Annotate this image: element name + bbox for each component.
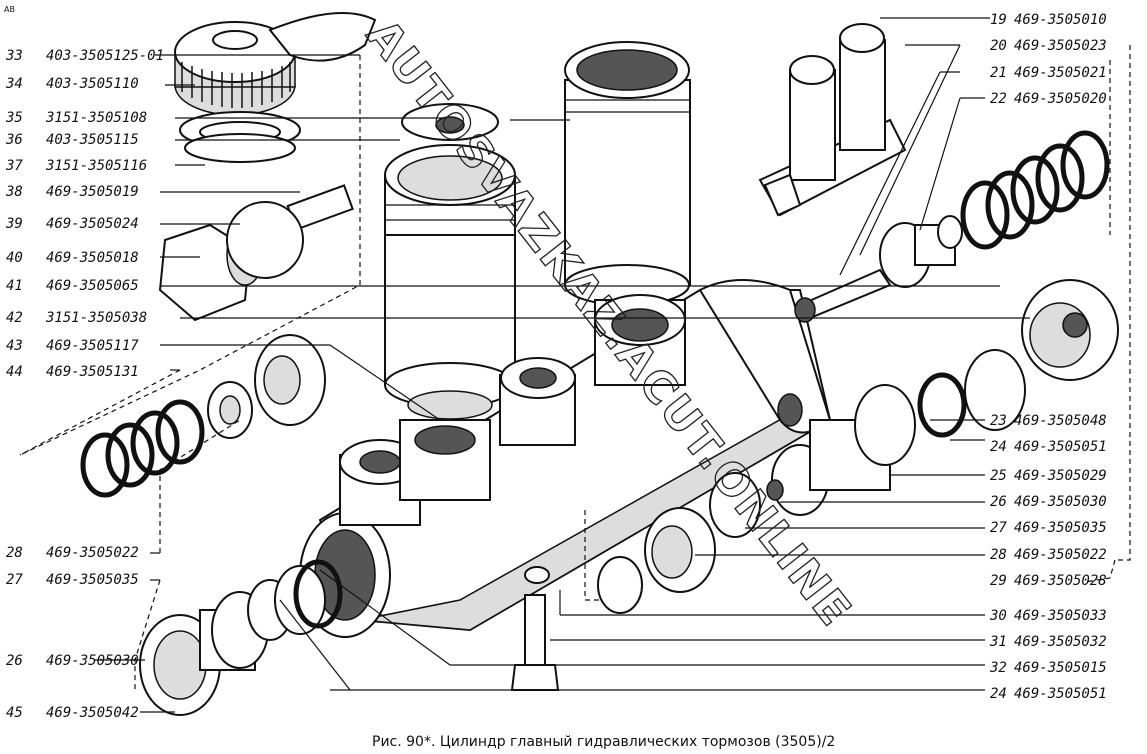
right-spring <box>960 130 1110 250</box>
right-callout-number: 20 <box>990 38 1007 54</box>
left-piston-assembly <box>139 559 343 716</box>
valve-plunger <box>794 215 963 323</box>
right-callout-part-code: 469-3505015 <box>1014 660 1107 676</box>
left-callout-part-code: 469-3505131 <box>46 364 139 380</box>
left-callout-part-code: 469-3505042 <box>46 705 139 721</box>
right-callout-number: 24 <box>990 439 1007 455</box>
left-callout-part-code: 403-3505110 <box>46 76 139 92</box>
left-callout-part-code: 469-3505035 <box>46 572 139 588</box>
left-valve <box>254 334 326 426</box>
left-callout-number: 40 <box>6 250 23 266</box>
left-callout-number: 45 <box>6 705 23 721</box>
left-callout-number: 44 <box>6 364 23 380</box>
left-callout-number: 42 <box>6 310 23 326</box>
left-callout-part-code: 469-3505018 <box>46 250 139 266</box>
corner-mark: AB <box>4 5 15 14</box>
right-callouts: 19 469-3505010 20 469-3505023 21 469-3505021 2… <box>989 12 1107 702</box>
right-callout-part-code: 469-3505051 <box>1014 686 1107 702</box>
cylinder-body <box>299 279 832 638</box>
parts-illustration <box>80 11 1119 716</box>
right-callout-number: 21 <box>990 65 1007 81</box>
left-callout-part-code: 469-3505024 <box>46 216 139 232</box>
right-callout-part-code: 469-3505010 <box>1014 12 1107 28</box>
left-callout-number: 38 <box>5 184 23 200</box>
left-callout-part-code: 469-3505022 <box>46 545 139 561</box>
leader-lines <box>19 17 1131 713</box>
right-callout-part-code: 469-3505022 <box>1014 547 1107 563</box>
left-callout-number: 28 <box>6 545 23 561</box>
left-callout-number: 34 <box>5 76 23 92</box>
right-callout-part-code: 469-3505023 <box>1014 38 1107 54</box>
right-callout-number: 25 <box>990 468 1007 484</box>
right-piston <box>766 384 916 516</box>
right-callout-part-code: 469-3505030 <box>1014 494 1107 510</box>
right-cup-seal <box>709 472 761 538</box>
right-o-ring <box>917 372 967 438</box>
left-callout-part-code: 403-3505125-01 <box>46 48 164 64</box>
filter-cup <box>268 11 377 62</box>
right-callout-number: 29 <box>990 573 1007 589</box>
right-callout-number: 28 <box>990 547 1007 563</box>
right-callout-part-code: 469-3505035 <box>1014 520 1107 536</box>
right-callout-number: 31 <box>989 634 1007 650</box>
right-callout-part-code: 469-3505032 <box>1014 634 1107 650</box>
right-spring-cup <box>597 556 643 614</box>
right-callout-part-code: 469-3505020 <box>1014 91 1107 107</box>
right-seal-ring <box>964 349 1026 431</box>
right-valve-housing <box>1021 279 1119 381</box>
left-callout-number: 41 <box>6 278 23 294</box>
figure-caption: Рис. 90*. Цилиндр главный гидравлических… <box>372 734 835 750</box>
right-callout-part-code: 469-3505033 <box>1014 608 1107 624</box>
left-callout-number: 27 <box>6 572 23 588</box>
reservoir-front <box>384 144 516 408</box>
bolt-washer <box>524 566 550 584</box>
left-callout-number: 33 <box>5 48 23 64</box>
left-callout-number: 36 <box>5 132 23 148</box>
right-valve <box>644 507 716 593</box>
left-callout-part-code: 469-3505019 <box>46 184 139 200</box>
left-callout-number: 39 <box>5 216 23 232</box>
right-callout-part-code: 469-3505021 <box>1014 65 1107 81</box>
right-callout-number: 32 <box>989 660 1007 676</box>
left-callout-number: 37 <box>5 158 23 174</box>
left-callout-part-code: 469-3505065 <box>46 278 139 294</box>
left-callout-part-code: 3151-3505038 <box>45 310 147 326</box>
right-callout-part-code: 469-3505048 <box>1014 413 1107 429</box>
left-callout-number: 35 <box>5 110 23 126</box>
right-callout-number: 23 <box>990 413 1007 429</box>
assembled-view <box>758 23 907 217</box>
right-callout-number: 19 <box>990 12 1007 28</box>
cap-washer <box>184 133 296 163</box>
plug-bolt <box>158 184 354 322</box>
left-callout-number: 43 <box>6 338 23 354</box>
right-callout-number: 26 <box>990 494 1007 510</box>
left-callout-part-code: 469-3505030 <box>46 653 139 669</box>
left-callout-part-code: 3151-3505108 <box>45 110 147 126</box>
reservoir-back <box>564 41 691 306</box>
bleed-bolt <box>510 594 560 691</box>
left-callout-part-code: 469-3505117 <box>46 338 139 354</box>
left-callout-part-code: 403-3505115 <box>46 132 139 148</box>
left-spring <box>80 399 205 498</box>
left-callout-part-code: 3151-3505116 <box>45 158 147 174</box>
right-callout-part-code: 469-3505028 <box>1014 573 1107 589</box>
left-callouts: 33 403-3505125-01 34 403-3505110 35 3151-3505… <box>5 48 164 721</box>
right-callout-number: 30 <box>989 608 1007 624</box>
right-callout-number: 24 <box>990 686 1007 702</box>
right-callout-number: 22 <box>990 91 1007 107</box>
reservoir-cap <box>174 21 296 116</box>
right-callout-part-code: 469-3505029 <box>1014 468 1107 484</box>
left-callout-number: 26 <box>6 653 23 669</box>
right-callout-number: 27 <box>990 520 1007 536</box>
right-callout-part-code: 469-3505051 <box>1014 439 1107 455</box>
